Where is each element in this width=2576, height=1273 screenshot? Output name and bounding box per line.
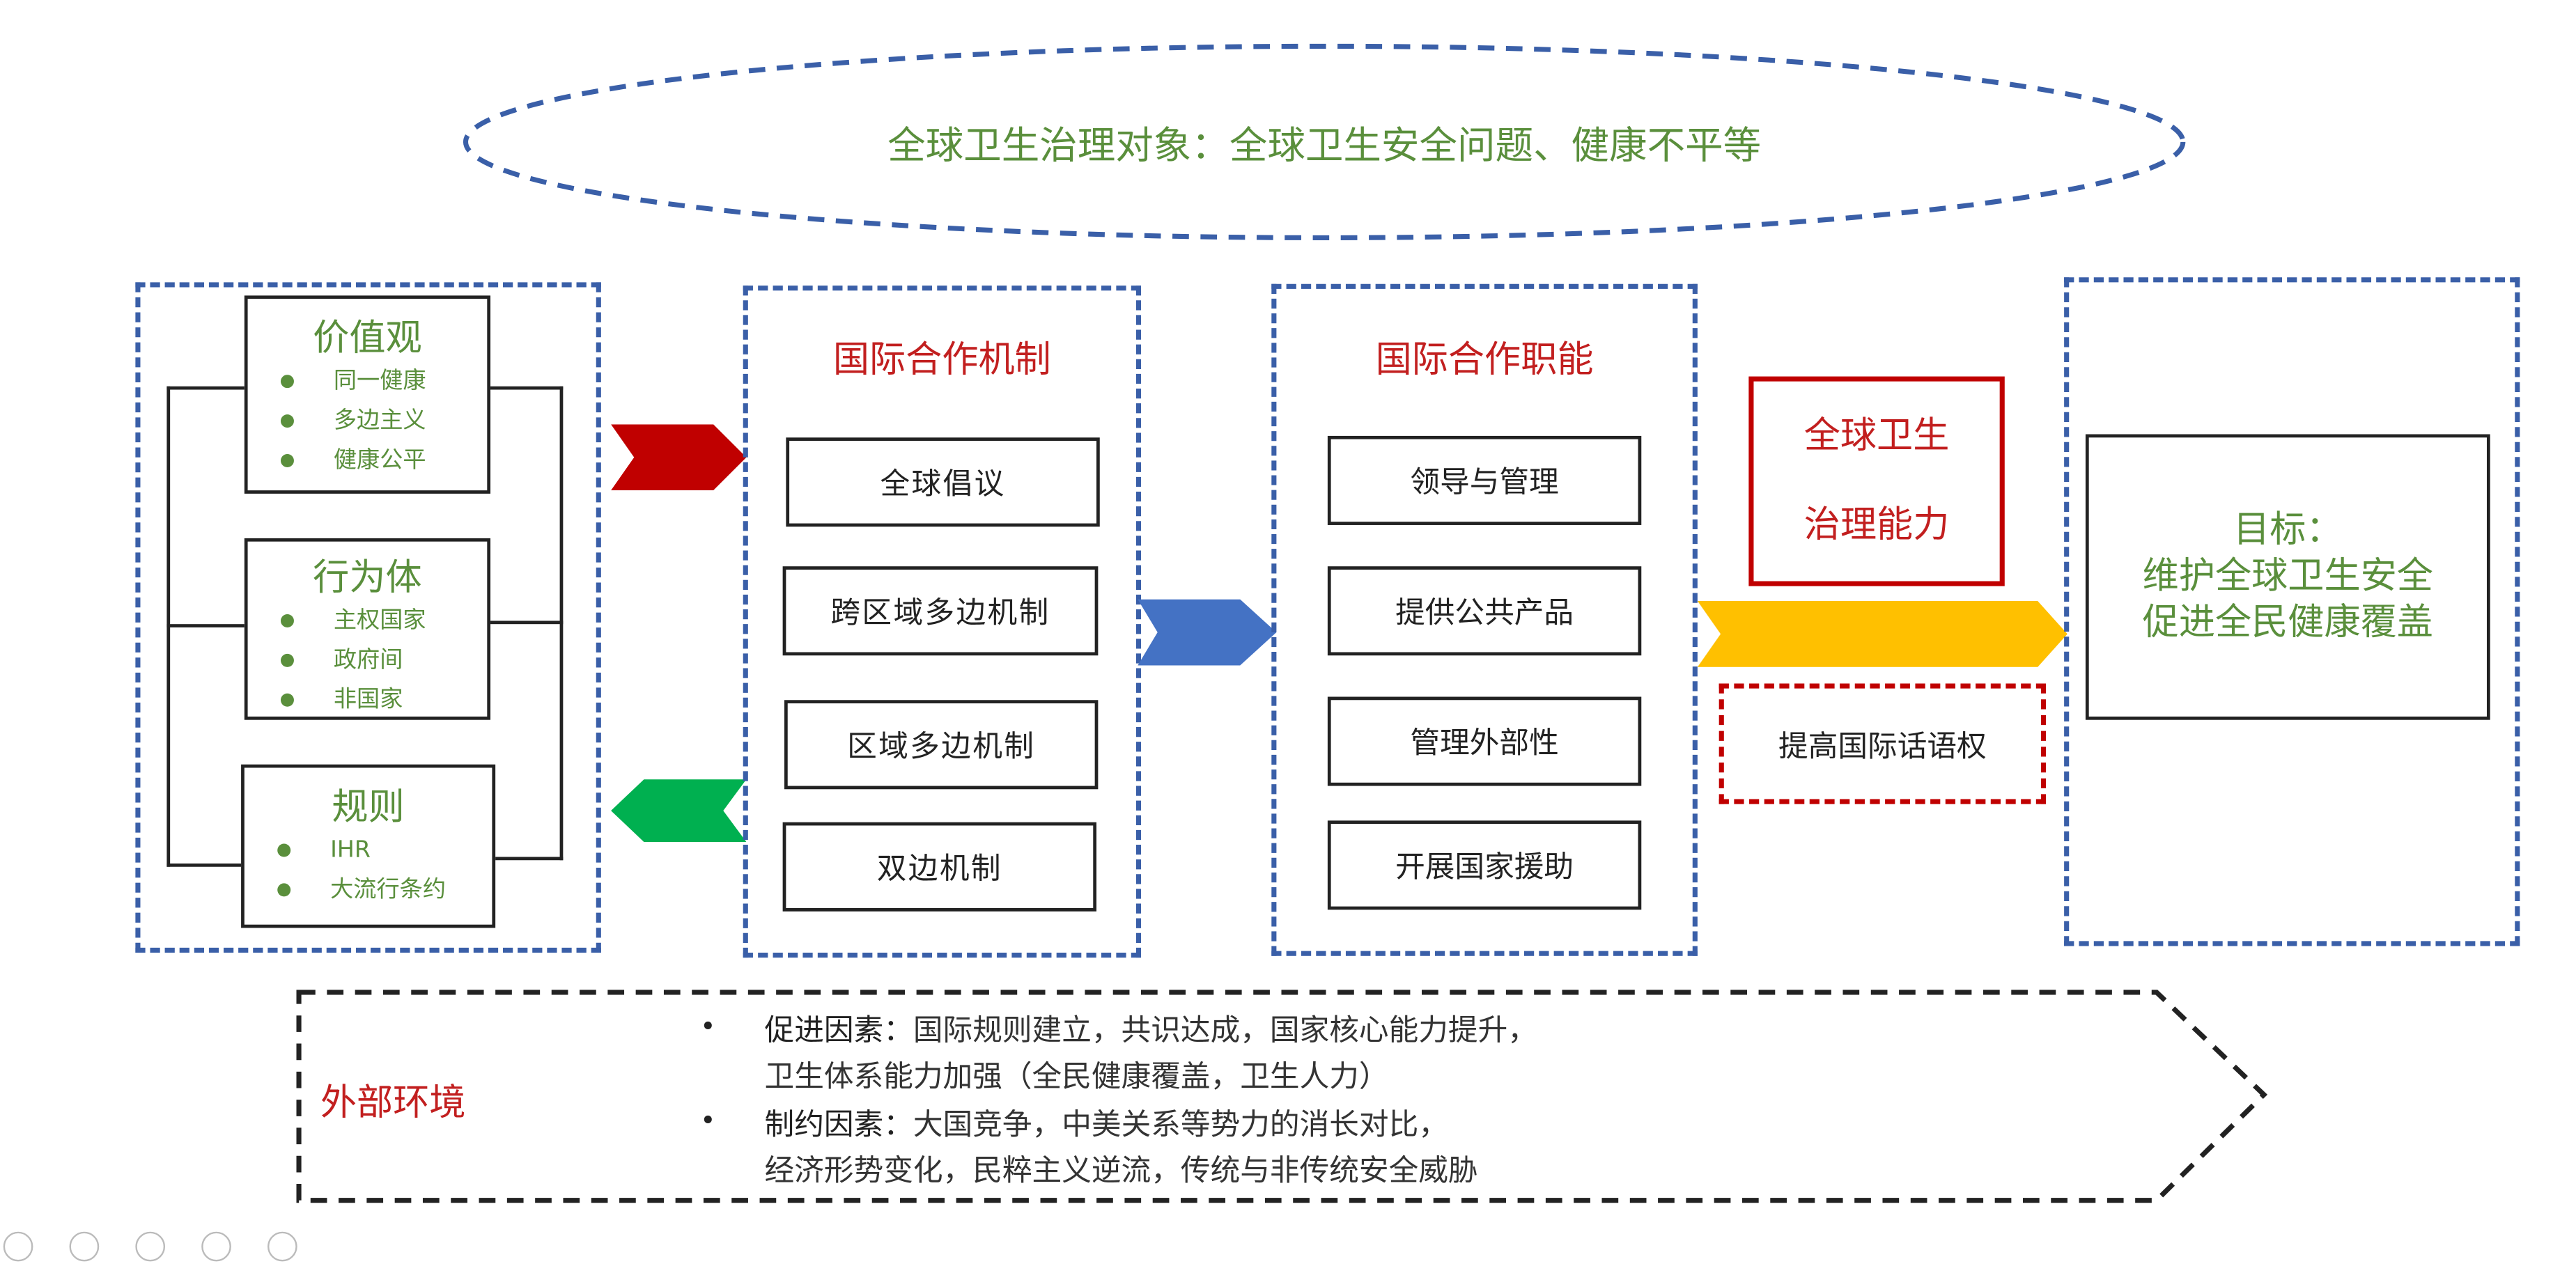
mechanisms-title: 国际合作机制 [832,340,1051,382]
actors-item: 政府间 [280,641,487,680]
bullet-dot [280,614,294,627]
functions-title: 国际合作职能 [1375,340,1594,382]
capacity-box: 全球卫生 治理能力 [1748,376,2005,586]
bullet-dot [280,375,294,389]
values-title: 价值观 [313,318,422,360]
rules-item: 大流行条约 [277,870,492,909]
bracket-right-bottom [492,857,564,861]
yellow-arrow-icon [1697,601,2067,667]
restrict-label: 制约因素： [764,1107,913,1143]
promote-label: 促进因素： [764,1013,913,1049]
discourse-power-box: 提高国际话语权 [1718,683,2047,804]
values-list: 同一健康 多边主义 健康公平 [248,361,488,481]
goal-box: 目标： 维护全球卫生安全 促进全民健康覆盖 [2085,434,2490,720]
bullet-dot [280,653,294,667]
restrict-line1: 大国竞争，中美关系等势力的消长对比， [913,1107,1448,1143]
function-box-aid: 开展国家援助 [1327,820,1642,910]
function-box-leadership: 领导与管理 [1327,435,1642,525]
blue-chevron-arrow-icon [1138,599,1277,666]
bracket-left-bottom [166,863,245,867]
bracket-left-mid [166,624,245,627]
red-chevron-arrow-icon [611,424,747,491]
rules-box: 规则 IHR 大流行条约 [241,764,496,928]
restrict-factors: 制约因素：大国竞争，中美关系等势力的消长对比， 经济形势变化，民粹主义逆流，传统… [765,1103,2218,1196]
goal-panel [2064,277,2520,946]
actors-item: 非国家 [280,680,487,720]
capacity-line2: 治理能力 [1803,504,1950,546]
mechanism-box-global-initiative: 全球倡议 [786,437,1100,527]
environment-label: 外部环境 [320,1083,466,1125]
actors-box: 行为体 主权国家 政府间 非国家 [244,538,491,720]
values-item: 多边主义 [280,401,487,441]
restrict-line2: 经济形势变化，民粹主义逆流，传统与非传统安全威胁 [764,1154,1478,1189]
slides-icon[interactable] [135,1231,166,1262]
goal-line2: 维护全球卫生安全 [2142,555,2433,598]
more-icon[interactable] [267,1231,297,1262]
bullet-dot: • [700,1104,716,1137]
goal-line1: 目标： [2233,509,2343,551]
values-item: 健康公平 [280,441,487,481]
actors-title: 行为体 [313,558,422,600]
promote-factors: 促进因素：国际规则建立，共识达成，国家核心能力提升， 卫生体系能力加强（全民健康… [765,1009,2218,1102]
function-box-public-goods: 提供公共产品 [1327,566,1642,656]
mechanism-box-regional: 区域多边机制 [784,700,1099,790]
actors-list: 主权国家 政府间 非国家 [248,601,488,720]
values-box: 价值观 同一健康 多边主义 健康公平 [244,295,491,494]
bullet-dot [280,453,294,467]
capacity-line1: 全球卫生 [1803,415,1950,457]
rules-title: 规则 [332,787,405,829]
green-chevron-arrow-icon [611,779,747,843]
play-icon[interactable] [3,1231,33,1262]
actors-item: 主权国家 [280,601,487,641]
function-box-externalities: 管理外部性 [1327,696,1642,786]
bracket-left-top [166,386,245,390]
environment-pentagon-shape [296,990,2268,1203]
rules-item: IHR [277,831,492,870]
bullet-dot [280,414,294,428]
mechanism-box-cross-regional: 跨区域多边机制 [782,566,1099,656]
functions-panel [1271,283,1698,956]
left-panel-frame [135,282,601,953]
zoom-icon[interactable] [201,1231,231,1262]
pen-icon[interactable] [69,1231,100,1262]
bullet-dot [280,693,294,707]
bracket-right-top [488,386,564,390]
bullet-dot [277,843,291,857]
bullet-dot [277,883,291,897]
mechanisms-panel [743,286,1142,958]
promote-line1: 国际规则建立，共识达成，国家核心能力提升， [913,1013,1537,1049]
object-ellipse-shape [463,43,2186,240]
object-ellipse-text: 全球卫生治理对象：全球卫生安全问题、健康不平等 [887,125,1762,169]
goal-line3: 促进全民健康覆盖 [2142,602,2433,643]
values-item: 同一健康 [280,361,487,401]
promote-line2: 卫生体系能力加强（全民健康覆盖，卫生人力） [764,1060,1389,1095]
mechanism-box-bilateral: 双边机制 [782,822,1097,912]
rules-list: IHR 大流行条约 [245,831,492,910]
bracket-right-mid [488,620,564,625]
bullet-dot: • [700,1010,716,1042]
